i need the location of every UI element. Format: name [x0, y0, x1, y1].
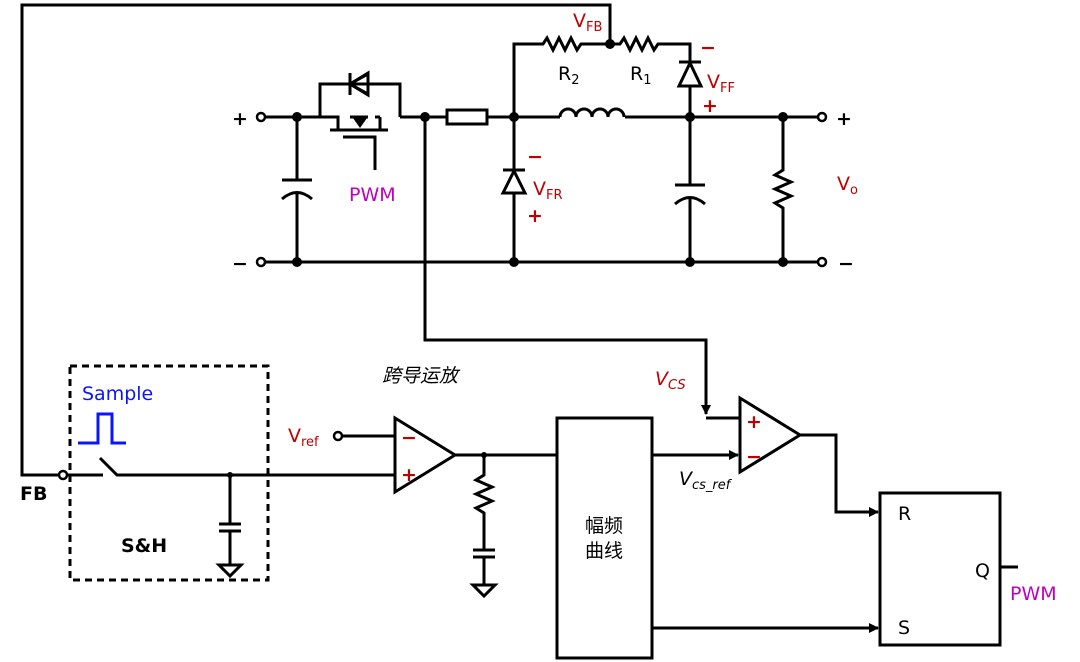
- comparator-plus: +: [746, 411, 762, 433]
- vcs-label: VCS: [655, 368, 686, 393]
- freewheel-diode: [500, 117, 528, 262]
- ota-minus: −: [401, 427, 417, 449]
- comparator: [738, 395, 803, 475]
- comparator-minus: −: [746, 446, 762, 468]
- r1-label: R1: [630, 63, 651, 88]
- vfr-minus: −: [527, 146, 543, 168]
- vff-label: VFF: [707, 71, 735, 96]
- input-capacitor: [281, 117, 313, 262]
- vff-minus: −: [700, 37, 716, 59]
- inductor: [558, 107, 626, 118]
- load-resistor: [771, 117, 795, 262]
- rs-flip-flop: [878, 491, 1002, 647]
- r2-label: R2: [558, 63, 579, 88]
- amplitude-frequency-curve-block: [555, 416, 654, 660]
- top-rail: [255, 111, 828, 123]
- curve-block-label-2: 曲线: [585, 540, 623, 562]
- sense-resistor: [445, 108, 489, 126]
- vo-label: Vo: [837, 173, 858, 198]
- output-capacitor: [674, 117, 706, 262]
- sample-label: Sample: [82, 383, 153, 405]
- sample-switch: [67, 456, 395, 477]
- input-minus-sign: −: [232, 253, 248, 275]
- pwm-output-label: PWM: [1010, 583, 1057, 605]
- feedback-wire: [20, 3, 612, 477]
- ff-q-label: Q: [975, 560, 990, 582]
- sample-hold-box: [68, 364, 270, 582]
- output-plus-sign: +: [836, 108, 852, 130]
- bottom-rail: [255, 256, 828, 268]
- curve-block-label-1: 幅频: [585, 515, 623, 537]
- hold-capacitor: [215, 475, 245, 579]
- vfb-label: VFB: [573, 10, 602, 35]
- vfr-plus: +: [527, 205, 543, 227]
- vref-label: Vref: [288, 425, 319, 450]
- current-sense-wire: [423, 117, 711, 415]
- output-minus-sign: −: [838, 253, 854, 275]
- vff-plus: +: [702, 95, 718, 117]
- fb-label: FB: [20, 483, 47, 505]
- vref-terminal: [332, 430, 344, 442]
- feedback-divider: [512, 34, 704, 117]
- input-plus-sign: +: [232, 108, 248, 130]
- pwm-gate-label: PWM: [349, 184, 396, 206]
- ff-r-label: R: [898, 503, 911, 525]
- vfr-label: VFR: [533, 178, 563, 203]
- compensation-network: [469, 455, 499, 599]
- fb-terminal: [57, 469, 69, 481]
- sample-pulse-icon: [78, 412, 126, 445]
- sh-label: S&H: [121, 535, 167, 557]
- ff-s-label: S: [898, 617, 910, 639]
- mosfet-switch: [318, 70, 402, 170]
- ota-plus: +: [401, 464, 417, 486]
- vcs-ref-label: Vcs_ref: [679, 468, 733, 493]
- ota-label: 跨导运放: [382, 365, 461, 387]
- transconductance-amplifier: [393, 415, 458, 495]
